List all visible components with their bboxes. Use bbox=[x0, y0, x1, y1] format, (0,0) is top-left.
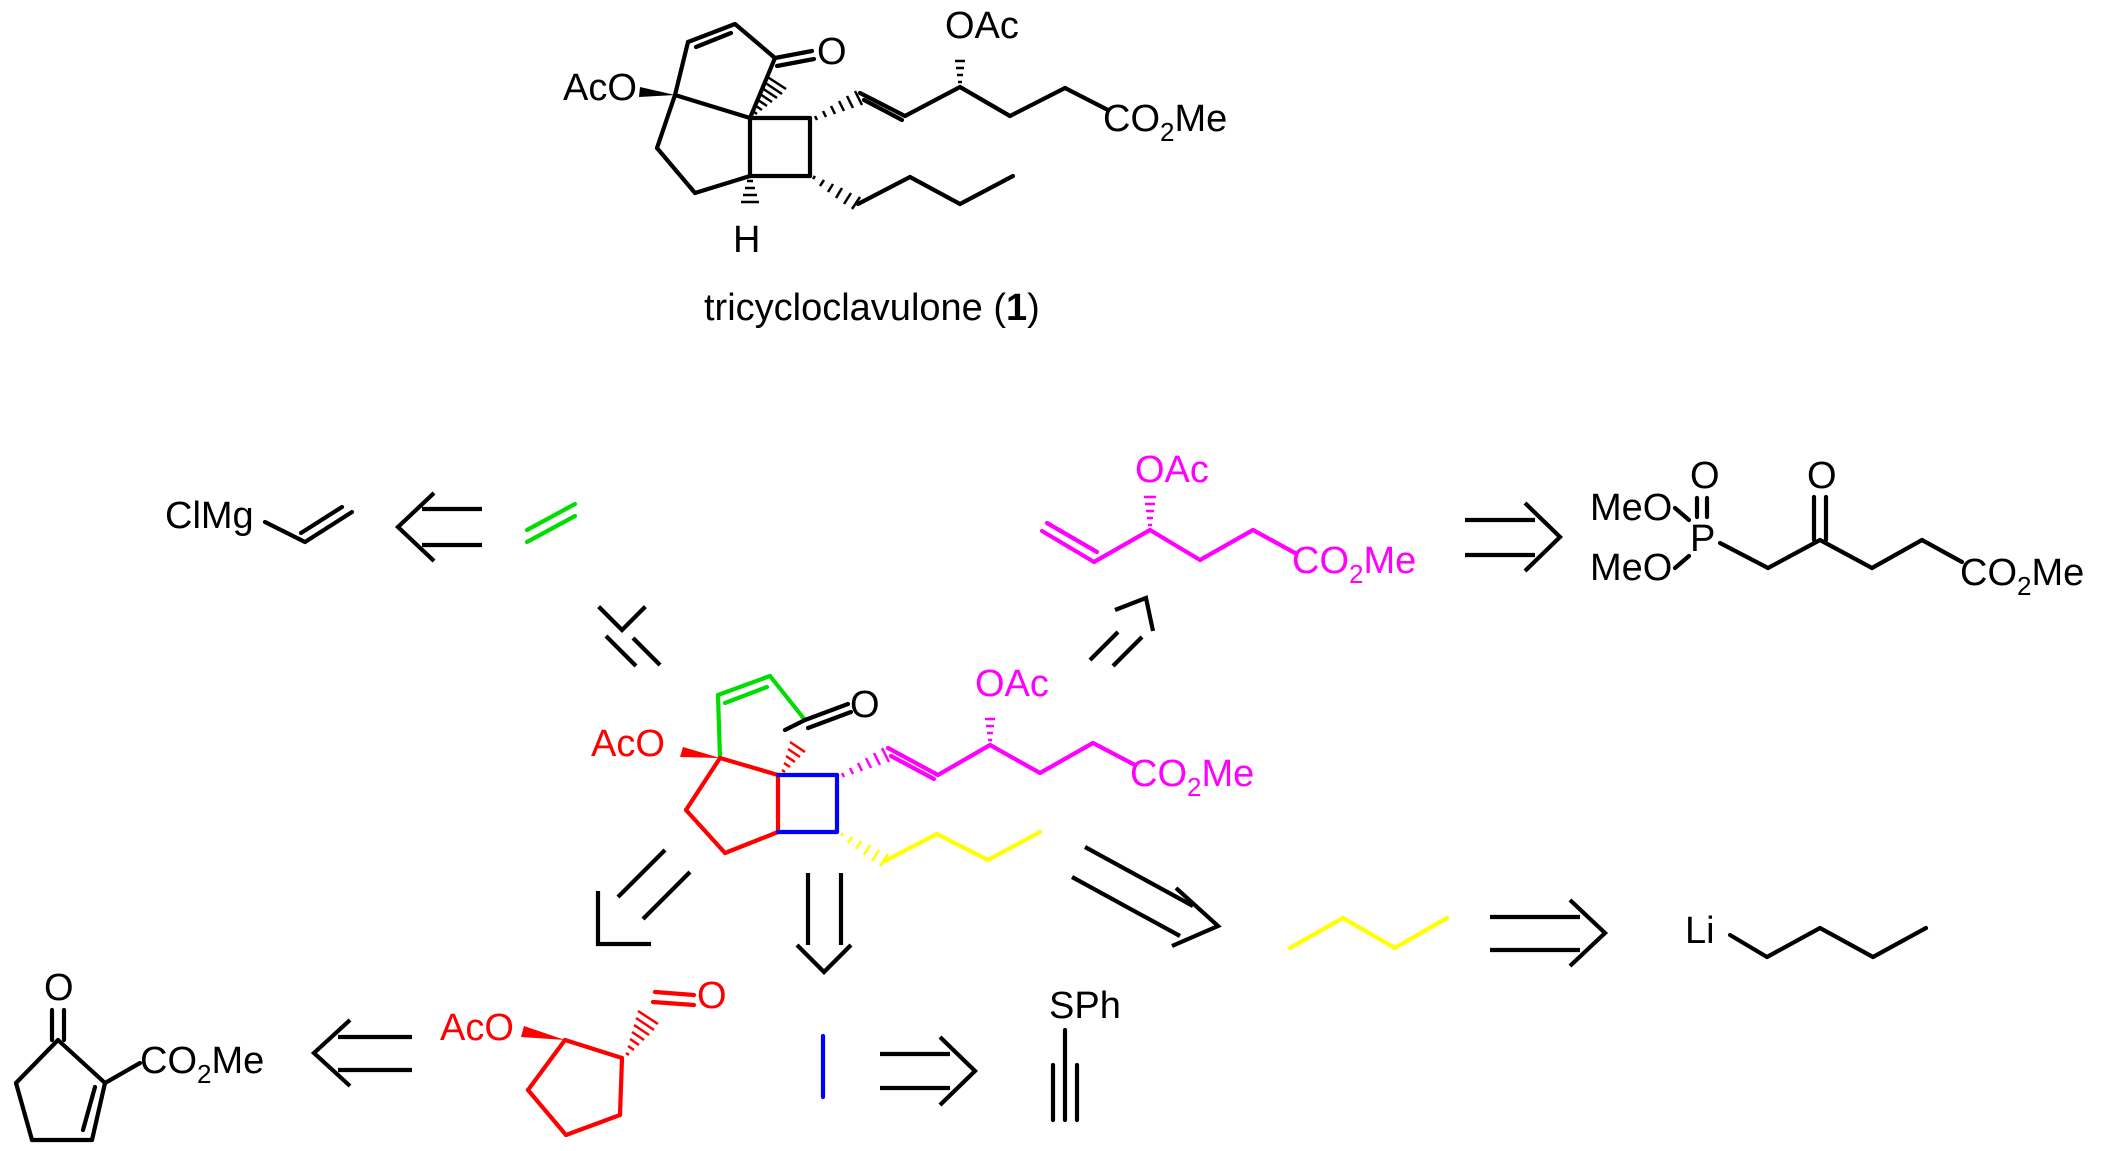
alkyne-structure: SPh bbox=[1049, 985, 1121, 1123]
aldehyde-structure: AcO O bbox=[440, 975, 727, 1138]
phosphonate-ketone-o-label: O bbox=[1807, 455, 1837, 497]
retro-arrow-vinyl bbox=[394, 491, 482, 563]
blue-cyclobutane-fragment bbox=[775, 772, 840, 835]
center-ester-label: CO2Me bbox=[1130, 753, 1254, 802]
red-cyclopentane-fragment bbox=[683, 755, 781, 856]
target-oac-label: OAc bbox=[945, 5, 1019, 47]
keto-ester-ester-label: CO2Me bbox=[140, 1040, 264, 1089]
phosphonate-p-oxo-label: O bbox=[1690, 455, 1720, 497]
retro-arrow-butyllithium bbox=[1490, 898, 1609, 968]
retro-arrow-keto-ester bbox=[310, 1018, 412, 1088]
retro-arrow-blue bbox=[795, 873, 853, 975]
retro-arrow-magenta bbox=[1088, 595, 1156, 668]
clmg-label: ClMg bbox=[165, 495, 254, 537]
target-structure: AcO O OAc CO2Me H tricycloclavulone (1) bbox=[563, 5, 1227, 329]
retro-arrow-green bbox=[597, 605, 662, 668]
target-ester-label: CO2Me bbox=[1103, 98, 1227, 147]
keto-ester-structure: O CO2Me bbox=[13, 967, 264, 1143]
alkene-oac-label: OAc bbox=[1135, 449, 1209, 491]
retro-arrow-red bbox=[595, 848, 692, 947]
butyllithium-structure: Li bbox=[1685, 910, 1929, 960]
center-oac-label: OAc bbox=[975, 663, 1049, 705]
alkene-ester-label: CO2Me bbox=[1292, 540, 1416, 589]
green-alkene-fragment bbox=[715, 673, 808, 761]
target-h-label: H bbox=[733, 219, 760, 261]
yellow-butyl-fragment bbox=[882, 829, 1043, 864]
aldehyde-o-label: O bbox=[697, 975, 727, 1017]
sph-label: SPh bbox=[1049, 985, 1121, 1027]
target-ketone-o-label: O bbox=[817, 31, 847, 73]
retro-arrow-alkyne bbox=[880, 1035, 979, 1107]
phosphonate-structure: MeO MeO P O O CO2Me bbox=[1590, 455, 2084, 601]
aldehyde-aco-label: AcO bbox=[440, 1007, 514, 1049]
center-ketone-o-label: O bbox=[850, 684, 880, 726]
target-caption: tricycloclavulone (1) bbox=[704, 287, 1040, 329]
phosphonate-meo-1-label: MeO bbox=[1590, 487, 1672, 529]
magenta-side-chain-fragment bbox=[885, 740, 1138, 782]
retro-arrows bbox=[310, 491, 1609, 1107]
colored-disconnection-structure: AcO O OAc CO2Me bbox=[591, 663, 1254, 867]
target-aco-label: AcO bbox=[563, 67, 637, 109]
center-aco-label: AcO bbox=[591, 723, 665, 765]
li-label: Li bbox=[1685, 910, 1715, 952]
phosphonate-ester-label: CO2Me bbox=[1960, 552, 2084, 601]
yellow-butyl-standalone bbox=[1287, 915, 1450, 951]
retro-arrow-phosphonate bbox=[1465, 501, 1564, 573]
retro-arrow-yellow bbox=[1070, 845, 1222, 948]
side-chain-alkene-structure: OAc CO2Me bbox=[1039, 449, 1416, 589]
green-ethylene-fragment bbox=[524, 501, 578, 545]
vinyl-grignard-structure: ClMg bbox=[165, 495, 355, 545]
keto-ester-o-label: O bbox=[44, 967, 74, 1009]
phosphonate-meo-2-label: MeO bbox=[1590, 547, 1672, 589]
phosphonate-p-label: P bbox=[1690, 518, 1715, 560]
